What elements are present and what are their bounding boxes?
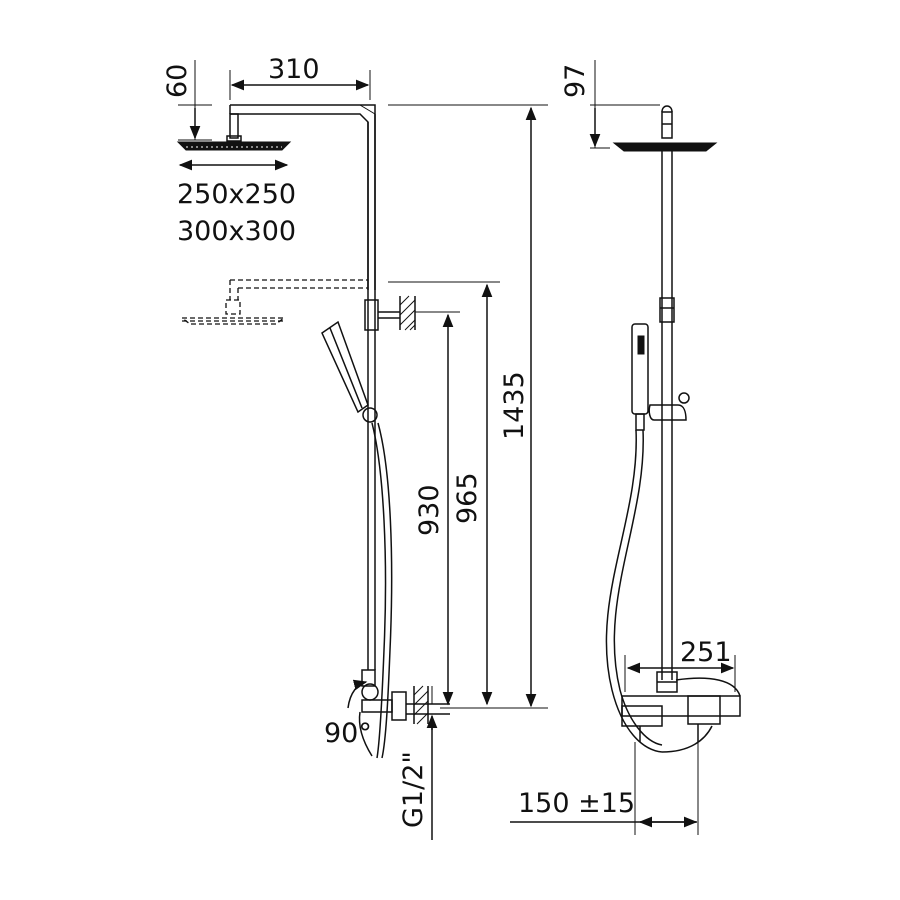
front-view: 60 310 250x250 300x300 (162, 54, 548, 840)
label-mixer-depth: 251 (680, 637, 732, 668)
dim-head-drop: 60 (162, 60, 212, 141)
label-total-height: 1435 (499, 371, 530, 440)
label-head-size-1: 250x250 (177, 179, 296, 210)
side-mixer-valve-icon (621, 671, 741, 753)
label-inlet-spacing: 150 ±15 (518, 788, 635, 819)
shower-arm-lower-dashed (180, 279, 368, 325)
side-view: 97 (510, 60, 741, 835)
wall-hatch-icon (399, 295, 416, 331)
shower-head-icon (176, 141, 292, 151)
wall-hatch-bottom (413, 685, 429, 725)
label-head-drop: 60 (162, 64, 193, 98)
dim-head-width: 250x250 300x300 (177, 159, 296, 247)
label-slider-height: 930 (414, 484, 445, 536)
dim-side-head-drop: 97 (560, 60, 660, 149)
mixer-valve-icon (358, 669, 450, 757)
dim-arm-length: 310 (229, 54, 371, 100)
label-side-head-drop: 97 (560, 64, 591, 98)
label-rotation: 90° (324, 718, 372, 749)
hand-shower-icon (321, 320, 393, 759)
side-riser-pipe (659, 151, 675, 680)
dim-mixer-depth: 251 (624, 637, 736, 692)
label-bracket-height: 965 (452, 472, 483, 524)
dim-inlet-thread: G1/2" (398, 686, 438, 840)
side-shower-head-icon (612, 105, 718, 152)
dim-inlet-spacing: 150 ±15 (510, 742, 699, 835)
riser-pipe (364, 114, 400, 670)
label-head-size-2: 300x300 (177, 216, 296, 247)
dim-slider-height: 930 (414, 311, 460, 706)
label-arm-length: 310 (268, 54, 320, 85)
rotation-indicator: 90° (324, 679, 372, 749)
dim-total-height: 1435 (388, 104, 548, 709)
label-inlet-thread: G1/2" (398, 751, 429, 828)
dim-bracket-height: 965 (388, 281, 500, 706)
